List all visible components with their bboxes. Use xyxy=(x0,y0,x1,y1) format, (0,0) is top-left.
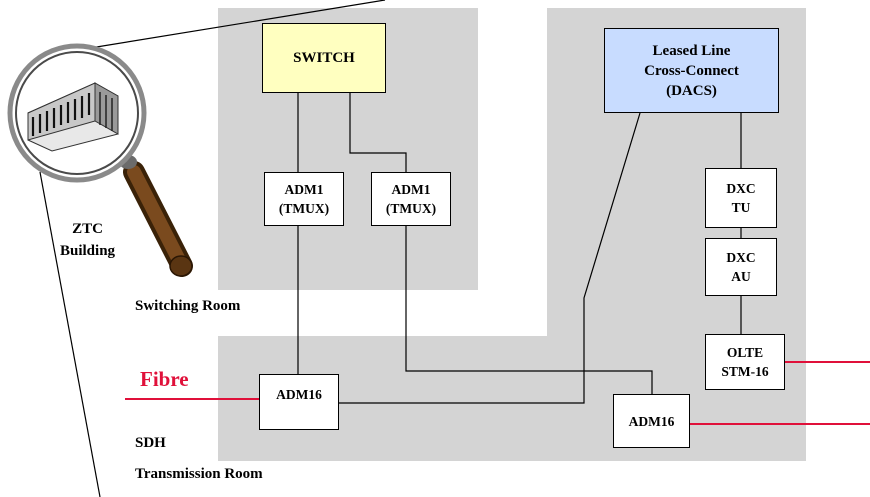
magnifying-glass-icon xyxy=(7,43,193,277)
link-switch-adm1b xyxy=(349,93,407,172)
ztc-building-label: ZTC Building xyxy=(60,221,116,259)
adm16-left-node: ADM16 xyxy=(259,374,339,430)
callout-line-bottom xyxy=(39,171,101,497)
olte-stm16-node: OLTE STM-16 xyxy=(705,334,785,390)
adm1-tmux-left: ADM1 (TMUX) xyxy=(264,172,344,226)
adm1-tmux-right: ADM1 (TMUX) xyxy=(371,172,451,226)
sdh-label: SDH xyxy=(135,435,166,451)
fibre-label: Fibre xyxy=(140,367,189,391)
building-icon xyxy=(27,82,119,152)
switch-node: SWITCH xyxy=(262,23,386,93)
callout-line-top xyxy=(77,0,386,51)
transmission-room-label: Transmission Room xyxy=(135,466,263,482)
dacs-node: Leased Line Cross-Connect (DACS) xyxy=(604,28,779,113)
adm16-right-node: ADM16 xyxy=(613,394,690,448)
dxc-tu-node: DXC TU xyxy=(705,168,777,228)
link-adm1b-adm16b xyxy=(405,226,653,394)
link-dacs-adm16a xyxy=(339,112,641,404)
dxc-au-node: DXC AU xyxy=(705,238,777,296)
switching-room-label: Switching Room xyxy=(135,298,241,314)
